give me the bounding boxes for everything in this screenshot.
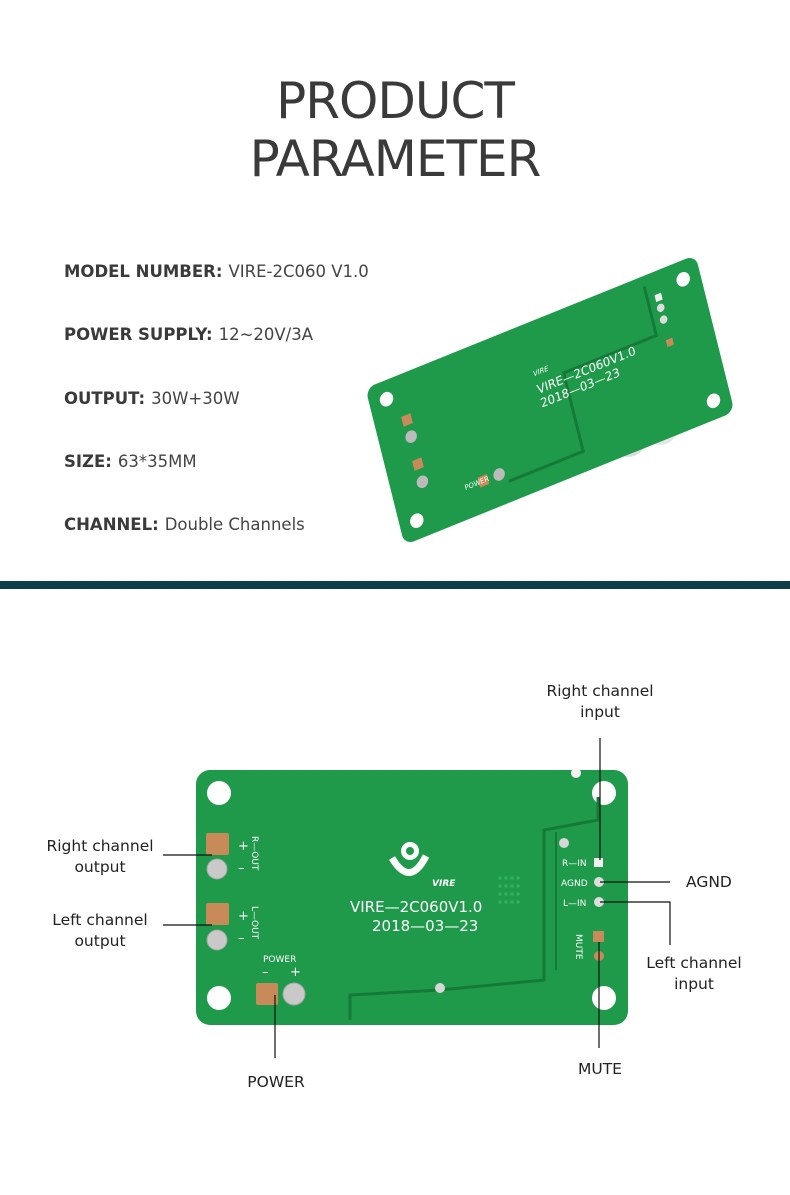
silk-r-in: R—IN <box>562 859 587 869</box>
l-out-plus-pad <box>206 903 229 925</box>
pcb-body <box>196 770 628 1025</box>
silk-minus: – <box>238 861 245 876</box>
power-plus-pad <box>282 982 306 1006</box>
silk-minus: – <box>262 965 269 980</box>
spec-label: MODEL NUMBER: <box>64 262 223 281</box>
callout-line: input <box>674 975 714 993</box>
spec-value: Double Channels <box>164 515 305 534</box>
spec-value: 12~20V/3A <box>218 325 314 344</box>
callout-line: Left channel <box>52 911 148 929</box>
callout-line: Left channel <box>646 954 742 972</box>
callout-line: Right channel <box>546 682 654 700</box>
callout-left-channel-output: Left channel output <box>30 910 170 952</box>
spec-label: OUTPUT: <box>64 389 146 408</box>
leader-l-in <box>600 901 671 945</box>
silk-plus: + <box>290 965 301 980</box>
callout-line: Right channel <box>46 837 154 855</box>
silk-l-out: L—OUT <box>249 906 259 940</box>
silk-minus: – <box>238 931 245 946</box>
silk-model: VIRE—2C060V1.0 <box>350 898 482 916</box>
callout-agnd: AGND <box>686 873 732 891</box>
silk-agnd: AGND <box>561 879 588 889</box>
silk-mute: MUTE <box>573 934 583 960</box>
spec-size: SIZE: 63*35MM <box>64 452 197 471</box>
silk-l-in: L—IN <box>563 899 586 909</box>
callout-right-channel-output: Right channel output <box>30 836 170 878</box>
callout-mute: MUTE <box>578 1060 622 1078</box>
board-diagram: VIRE VIRE—2C060V1.0 2018—03—23 R—IN AGND… <box>163 738 671 1058</box>
callout-line: output <box>74 858 126 876</box>
callout-power: POWER <box>247 1073 305 1091</box>
spec-value: 63*35MM <box>117 452 197 471</box>
spec-label: POWER SUPPLY: <box>64 325 213 344</box>
spec-value: 30W+30W <box>151 389 240 408</box>
silk-date: 2018—03—23 <box>372 917 478 935</box>
spec-label: CHANNEL: <box>64 515 159 534</box>
spec-channel: CHANNEL: Double Channels <box>64 515 305 534</box>
r-out-minus-pad <box>206 858 228 880</box>
silk-plus: + <box>238 839 249 854</box>
mount-hole <box>207 781 231 805</box>
power-minus-pad <box>256 983 278 1005</box>
silk-r-out: R—OUT <box>249 836 259 871</box>
page-title-line2: PARAMETER <box>249 130 542 188</box>
agnd-pin <box>594 877 604 887</box>
pcb-body <box>367 257 733 543</box>
mute-pad <box>593 931 604 942</box>
callout-line: input <box>580 703 620 721</box>
callout-line: output <box>74 932 126 950</box>
section-divider <box>0 581 790 589</box>
spec-label: SIZE: <box>64 452 112 471</box>
spec-model-number: MODEL NUMBER: VIRE-2C060 V1.0 <box>64 262 369 281</box>
silk-power: POWER <box>263 955 296 965</box>
spec-output: OUTPUT: 30W+30W <box>64 389 240 408</box>
page-title-line1: PRODUCT <box>276 72 515 130</box>
board-photo-angled: VIRE—2C060V1.0 2018—03—23 VIRE POWER <box>367 257 733 543</box>
r-in-pin <box>594 858 603 867</box>
spec-power-supply: POWER SUPPLY: 12~20V/3A <box>64 325 313 344</box>
silk-plus: + <box>238 909 249 924</box>
r-out-plus-pad <box>206 833 229 855</box>
callout-left-channel-input: Left channel input <box>614 953 774 995</box>
mount-hole <box>592 781 616 805</box>
mount-hole <box>207 986 231 1010</box>
mount-hole <box>592 986 616 1010</box>
vire-logo-icon <box>388 842 430 876</box>
callout-right-channel-input: Right channel input <box>520 681 680 723</box>
l-in-pin <box>594 897 604 907</box>
silk-brand: VIRE <box>432 879 456 889</box>
spec-value: VIRE-2C060 V1.0 <box>228 262 369 281</box>
l-out-minus-pad <box>206 929 228 951</box>
